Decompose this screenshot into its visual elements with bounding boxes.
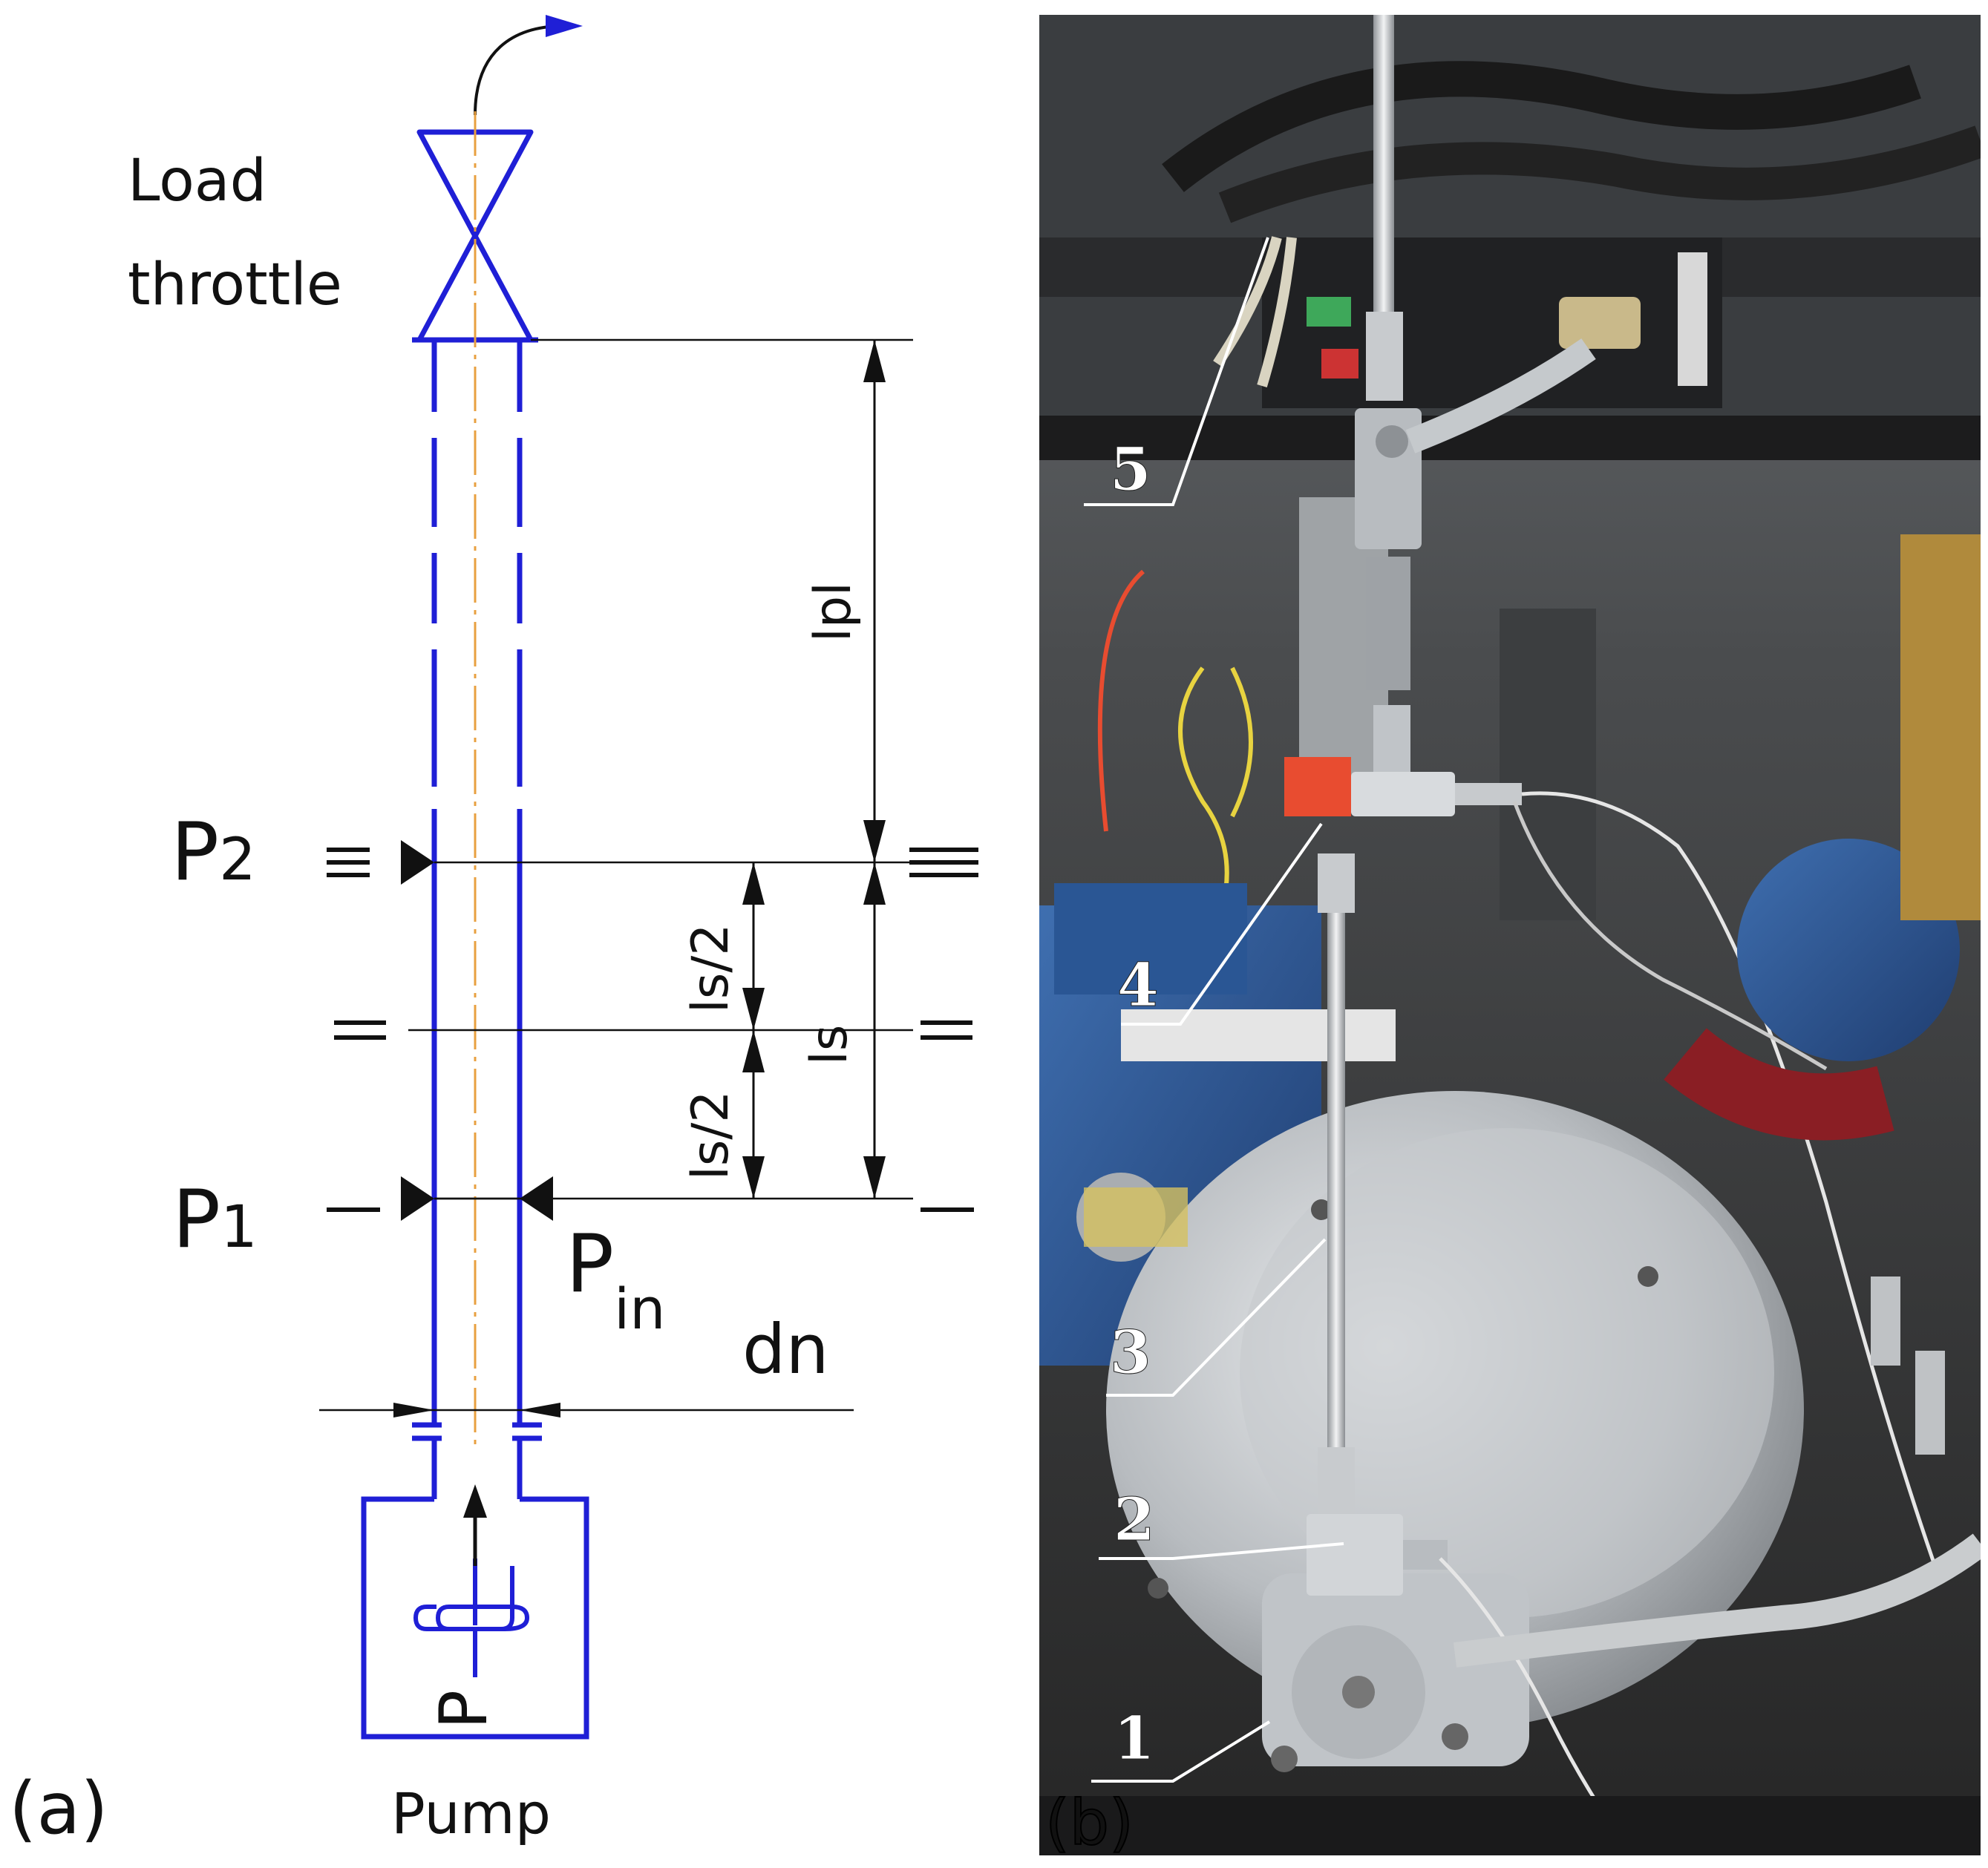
callout-line-5 — [1084, 237, 1269, 506]
pin-label: Pin — [566, 1218, 665, 1342]
p2-label: P2 — [171, 806, 256, 899]
pump-label: Pump — [391, 1780, 551, 1846]
section-III-left-mark — [327, 848, 370, 877]
test-rig-photo: 5 4 3 2 1 (b) — [1039, 15, 1981, 1855]
callout-1: 1 — [1114, 1703, 1155, 1773]
pin-tap-icon — [520, 1176, 553, 1221]
callout-5: 5 — [1110, 434, 1151, 504]
schematic-panel: Load throttle P Pump (a) — [9, 15, 978, 1850]
dn-label: dn — [742, 1310, 829, 1389]
lpl-label: lpl — [804, 582, 863, 642]
callout-line-2 — [1099, 1542, 1344, 1560]
p1-label: P1 — [172, 1173, 258, 1266]
p1-tap-icon — [401, 1176, 434, 1221]
throttle-label: throttle — [128, 252, 342, 318]
callout-2: 2 — [1114, 1484, 1155, 1554]
pump-body — [361, 1496, 589, 1740]
section-II-right-mark — [921, 1020, 972, 1040]
section-III-right-mark — [909, 848, 978, 877]
callout-line-3 — [1106, 1238, 1327, 1397]
top-hoses — [1162, 61, 1921, 192]
flow-out-arrow-head — [546, 15, 583, 37]
p2-tap-icon — [401, 840, 434, 885]
ls-label: ls — [800, 1025, 859, 1065]
callout-line-1 — [1091, 1720, 1271, 1783]
panel-a-label: (a) — [9, 1767, 108, 1850]
upper-vertical-pipe — [1373, 15, 1394, 334]
pump-outlet-block — [1307, 1514, 1403, 1596]
ls-half-lower-label: ls/2 — [681, 1091, 740, 1181]
panel-b-label: (b) — [1045, 1786, 1134, 1855]
callout-3: 3 — [1110, 1317, 1151, 1387]
pressure-tee-upper — [1351, 772, 1455, 816]
section-II-left-mark — [334, 1020, 386, 1040]
pump-impeller-icon — [435, 1559, 514, 1631]
flow-out-arrow — [474, 24, 565, 116]
callout-4: 4 — [1117, 950, 1159, 1020]
measuring-pipe — [1327, 905, 1345, 1521]
pipe-flange — [412, 1422, 542, 1499]
ls-half-upper-label: ls/2 — [681, 924, 740, 1014]
callout-line-4 — [1121, 822, 1323, 1026]
load-label: Load — [128, 148, 267, 214]
pump-symbol: P — [425, 1690, 502, 1729]
